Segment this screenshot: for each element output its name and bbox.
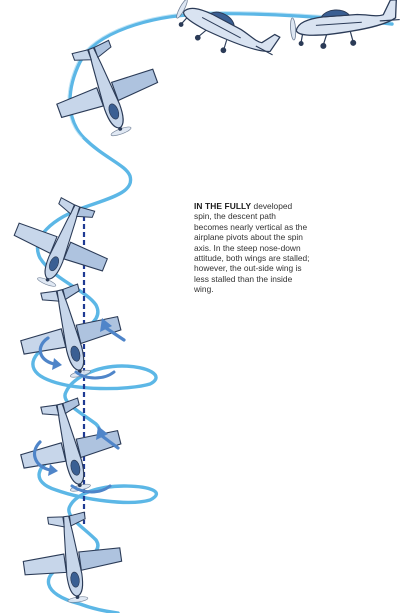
rotation-arrow-left-1 [38,336,56,366]
aircraft-level-flight [288,0,400,52]
caption-lead: IN THE FULLY [194,201,252,211]
rotation-arrow-bottom-1 [74,370,116,380]
aircraft-incipient-spin [41,28,171,152]
aircraft-spin-4 [17,507,127,610]
rotation-arrow-bottom-2 [70,484,112,494]
rotation-arrow-right-1 [104,326,126,342]
aircraft-spin-1 [1,186,123,303]
diagram-caption: IN THE FULLY developed spin, the descent… [194,201,312,295]
rotation-arrow-left-2 [32,440,52,472]
flight-path [31,11,394,613]
caption-body: developed spin, the descent path becomes… [194,201,310,295]
rotation-arrow-right-2 [100,434,120,450]
flight-path-highlight [67,11,393,139]
